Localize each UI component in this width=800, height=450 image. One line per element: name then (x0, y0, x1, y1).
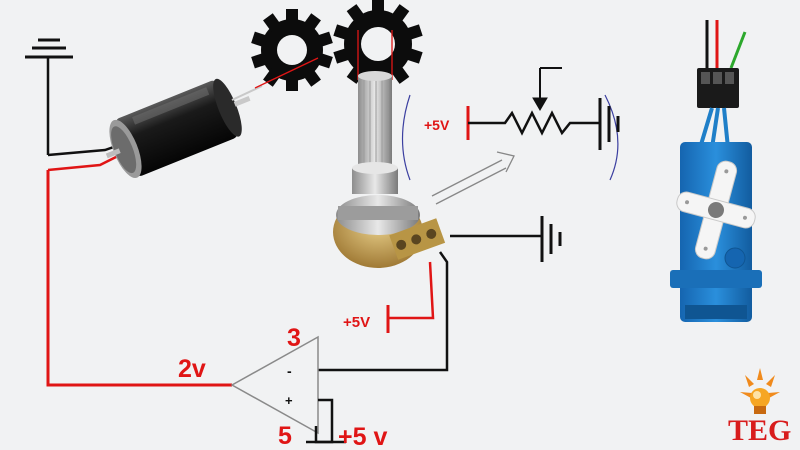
potentiometer-symbol (401, 67, 620, 181)
opamp-supply-voltage-label: +5 v (338, 423, 387, 450)
logo-text: TEG (728, 414, 791, 447)
opamp-pin-inverting-label: 3 (287, 324, 301, 352)
potentiometer-component (333, 71, 446, 268)
gear-icon (333, 0, 423, 89)
pot-schematic-voltage-label: +5V (424, 117, 450, 133)
dc-motor (105, 78, 263, 179)
gear-icon (251, 9, 333, 91)
op-amp-symbol (230, 335, 346, 444)
ground-icon (540, 216, 562, 262)
servo-motor (670, 20, 762, 322)
opamp-plus-sign: + (285, 393, 293, 408)
ground-icon (25, 38, 73, 155)
pot-terminal-voltage-label: +5V (343, 314, 370, 331)
arrow-icon (431, 151, 515, 205)
opamp-minus-sign: - (287, 363, 292, 379)
gear-axis-lines (254, 30, 393, 89)
lightbulb-logo (740, 368, 780, 414)
motor-wires (46, 140, 232, 387)
potentiometer-wires (318, 234, 542, 372)
opamp-pin-noninverting-label: 5 (278, 422, 292, 450)
opamp-input-voltage-label: 2v (178, 355, 206, 383)
